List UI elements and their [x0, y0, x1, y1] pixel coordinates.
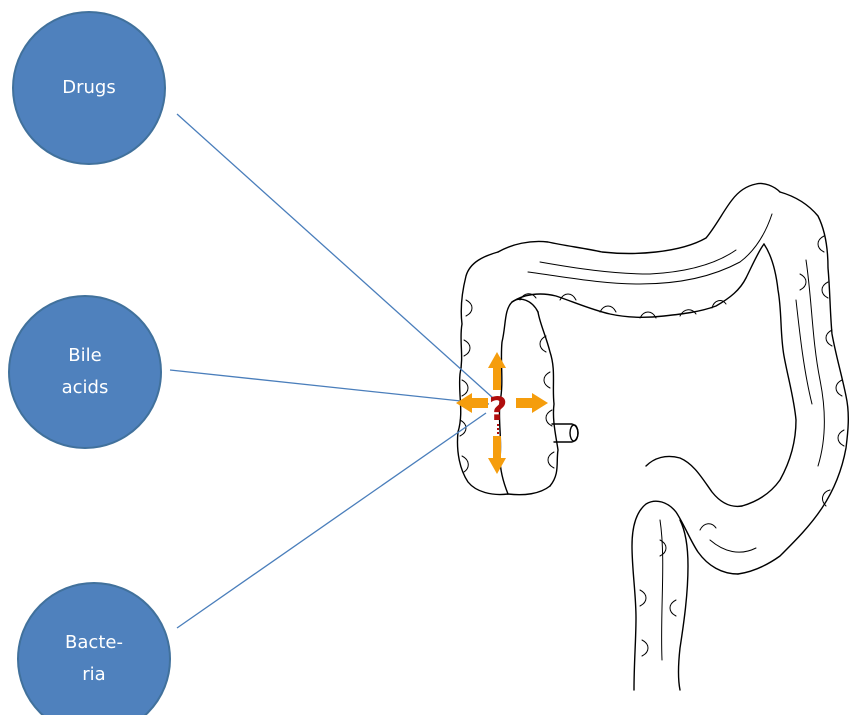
connector-drugs [177, 114, 493, 398]
connector-lines [170, 114, 493, 628]
colon-haustra-transverse [520, 294, 726, 318]
factor-node-drugs: Drugs [12, 11, 166, 165]
colon-sigmoid-outer [632, 501, 738, 690]
connector-bile-acids [170, 370, 489, 404]
factor-label-drugs: Drugs [54, 72, 124, 104]
arrow-down-icon [488, 436, 506, 474]
colon-transverse-fold-lines [528, 214, 772, 284]
colon-transverse-bottom-wall [512, 244, 764, 317]
question-mark-icon: ? [489, 390, 508, 428]
colon-descending-outer-wall [738, 192, 848, 574]
factor-node-bile-acids: Bile acids [8, 295, 162, 449]
connector-bacteria [177, 413, 486, 628]
colon-descending-fold-lines [796, 260, 824, 466]
factor-label-bacteria: Bacte- ria [59, 627, 129, 691]
colon-transverse-top-wall [498, 183, 780, 253]
colon-haustra-descending [800, 236, 844, 506]
colon-illustration [457, 183, 848, 690]
colon-appendix-tip [570, 425, 578, 441]
colon-haustra-sigmoid [640, 524, 716, 656]
colon-descending-inner-wall [742, 244, 796, 506]
arrow-right-icon [516, 393, 548, 413]
factor-label-bile-acids: Bile acids [50, 340, 120, 404]
arrow-up-icon [488, 352, 506, 390]
colon-sigmoid-fold-lines [660, 520, 756, 660]
